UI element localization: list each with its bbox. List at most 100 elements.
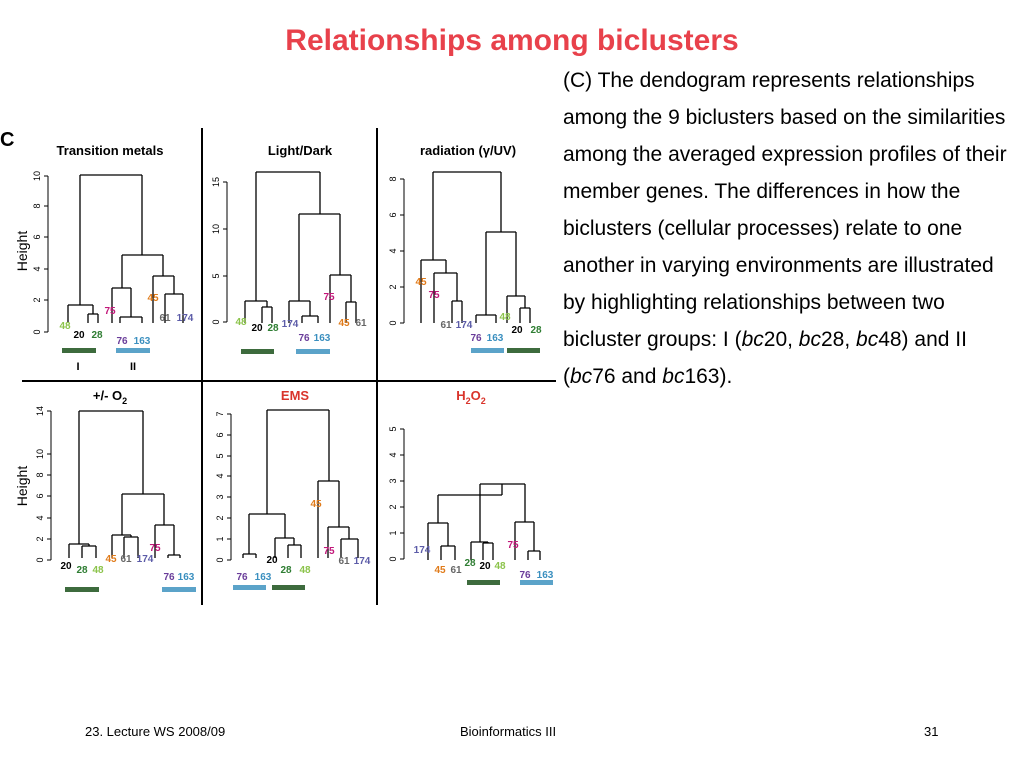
footer-page-number: 31: [924, 724, 939, 739]
leaf-label-45: 45: [415, 277, 427, 288]
y-tick-label: 1: [388, 530, 398, 535]
leaf-label-20: 20: [511, 325, 523, 336]
y-axis: [400, 428, 405, 560]
slide-description: (C) The dendogram represents relationshi…: [563, 62, 1021, 395]
y-tick-label: 4: [388, 248, 398, 253]
footer-course: Bioinformatics III: [460, 724, 557, 739]
group-label-II: II: [130, 361, 136, 373]
leaf-label-61: 61: [159, 313, 171, 324]
y-tick-label: 10: [32, 171, 42, 181]
y-axis: [227, 413, 232, 561]
leaf-label-174: 174: [137, 554, 154, 565]
leaf-label-48: 48: [494, 561, 506, 572]
panel-title-main: H: [456, 388, 465, 403]
y-tick-label: 6: [388, 212, 398, 217]
panel-title: +/- O2: [93, 388, 127, 406]
group-I-bar: [507, 348, 540, 353]
leaf-label-28: 28: [91, 330, 103, 341]
footer-lecture: 23. Lecture WS 2008/09: [85, 724, 226, 739]
leaf-label-61: 61: [120, 554, 132, 565]
y-tick-label: 0: [388, 556, 398, 561]
y-tick-label: 4: [32, 266, 42, 271]
panel-title: EMS: [281, 388, 310, 403]
leaf-label-75: 75: [323, 546, 335, 557]
leaf-label-28: 28: [76, 565, 88, 576]
y-tick-label: 0: [35, 557, 45, 562]
leaf-label-28: 28: [267, 323, 279, 334]
group-I-bar: [62, 348, 96, 353]
y-tick-label: 7: [215, 411, 225, 416]
desc-bc: bc: [662, 365, 685, 388]
y-tick-label: 8: [32, 203, 42, 208]
y-tick-label: 3: [388, 478, 398, 483]
leaf-label-48: 48: [299, 565, 311, 576]
leaf-label-45: 45: [338, 318, 350, 329]
leaf-label-48: 48: [499, 312, 511, 323]
y-axis: [47, 410, 52, 561]
desc-bc: bc: [570, 365, 593, 388]
leaf-label-75: 75: [507, 540, 519, 551]
group-I-bar: [467, 580, 500, 585]
leaf-label-48: 48: [92, 565, 104, 576]
panel-title-main: O: [471, 388, 481, 403]
leaf-label-76: 76: [298, 333, 310, 344]
y-tick-label: 5: [215, 453, 225, 458]
desc-bc: bc: [741, 328, 764, 351]
panel-radiation: radiation (γ/UV) 0 2 4 6 8 45 75 61 174 …: [388, 143, 542, 353]
y-tick-label: 5: [388, 426, 398, 431]
panel-title: H2O2: [456, 388, 486, 406]
leaf-label-163: 163: [537, 570, 554, 581]
y-tick-label: 2: [388, 504, 398, 509]
leaf-label-163: 163: [314, 333, 331, 344]
y-tick-label: 8: [388, 176, 398, 181]
group-II-bar: [296, 349, 330, 354]
desc-n163: 163).: [684, 365, 733, 388]
panel-oxygen: +/- O2 0 2 4 6 8 10 14 20 28 48 45 61 17…: [35, 388, 196, 592]
leaf-label-28: 28: [464, 558, 476, 569]
leaf-label-20: 20: [251, 323, 263, 334]
leaf-label-61: 61: [355, 318, 367, 329]
y-tick-label: 6: [215, 432, 225, 437]
y-tick-label: 2: [388, 284, 398, 289]
leaf-label-45: 45: [147, 293, 159, 304]
dendrogram-branches: [427, 483, 541, 560]
leaf-label-163: 163: [255, 572, 272, 583]
y-tick-label: 4: [388, 452, 398, 457]
group-II-bar: [471, 348, 504, 353]
y-tick-label: 0: [215, 557, 225, 562]
leaf-label-163: 163: [134, 336, 151, 347]
y-axis: [223, 181, 228, 323]
leaf-label-45: 45: [105, 554, 117, 565]
panel-title: radiation (γ/UV): [420, 143, 516, 158]
y-tick-label: 4: [215, 473, 225, 478]
dendrogram-branches: [67, 174, 184, 323]
panel-title-main: +/- O: [93, 388, 122, 403]
leaf-label-20: 20: [479, 561, 491, 572]
leaf-label-48: 48: [235, 317, 247, 328]
leaf-label-75: 75: [323, 292, 335, 303]
group-I-bar: [65, 587, 99, 592]
desc-bc: bc: [856, 328, 879, 351]
y-tick-label: 15: [211, 177, 221, 187]
dendrogram-figure: C Height Height Transition metals 0 2 4 …: [0, 128, 556, 605]
group-I-bar: [272, 585, 305, 590]
panel-ems: EMS 0 1 2 3 4 5 6 7 76 163 20 28 48 45 7…: [215, 388, 371, 590]
leaf-label-48: 48: [59, 321, 71, 332]
y-axis: [400, 178, 405, 324]
desc-n20: 20,: [763, 328, 799, 351]
y-tick-label: 1: [215, 536, 225, 541]
panel-title-subscript: 2: [481, 396, 486, 406]
leaf-label-76: 76: [519, 570, 531, 581]
leaf-label-20: 20: [73, 330, 85, 341]
panel-transition-metals: Transition metals 0 2 4 6 8 10 48 20 28 …: [32, 143, 194, 373]
y-tick-label: 3: [215, 494, 225, 499]
group-II-bar: [162, 587, 196, 592]
group-II-bar: [520, 580, 553, 585]
panel-letter: C: [0, 129, 14, 151]
desc-bc: bc: [798, 328, 821, 351]
leaf-label-76: 76: [470, 333, 482, 344]
height-axis-label-bottom: Height: [14, 466, 30, 507]
y-axis: [44, 175, 49, 333]
leaf-label-20: 20: [60, 561, 72, 572]
y-tick-label: 10: [35, 449, 45, 459]
